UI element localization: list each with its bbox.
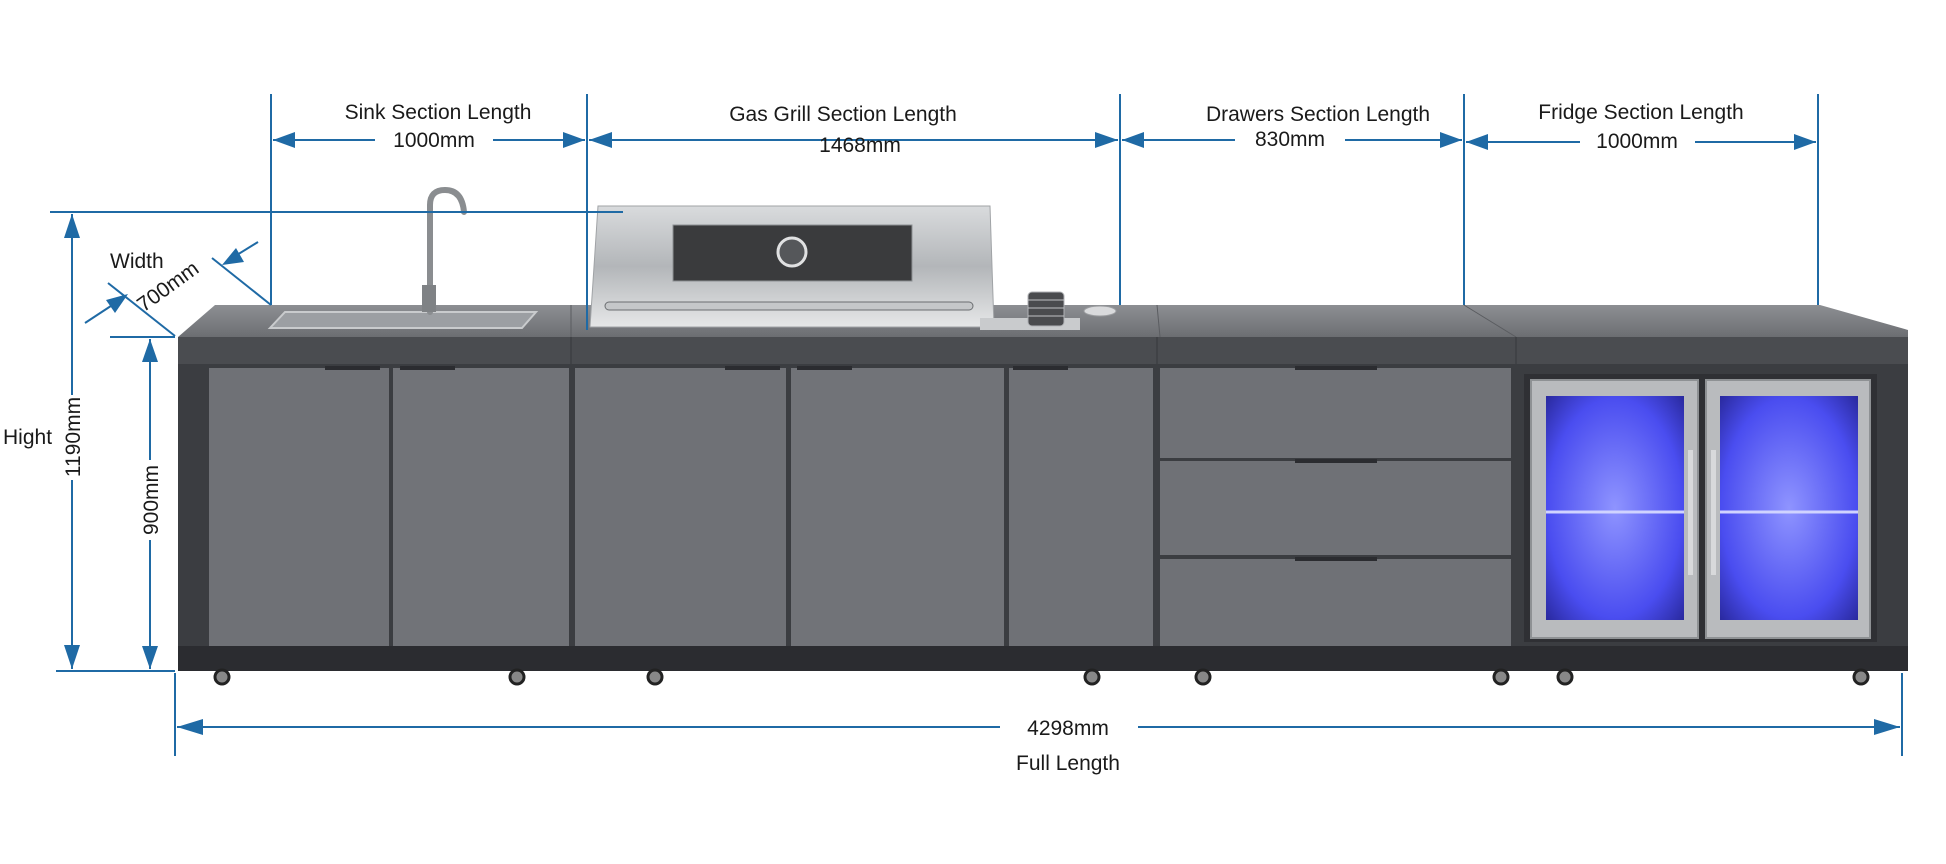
fridge-section-title: Fridge Section Length (1538, 101, 1743, 124)
height-dimension: Hight 1190mm 900mm (3, 211, 623, 672)
counter-height-value: 900mm (140, 465, 163, 535)
height-total-value: 1190mm (62, 397, 85, 477)
full-length-dimension: 4298mm Full Length (174, 673, 1903, 775)
door-handle (325, 366, 380, 370)
fridge-section-value: 1000mm (1596, 130, 1678, 153)
sink-length-dimension: Sink Section Length 1000mm (273, 101, 585, 152)
drawers-section-title: Drawers Section Length (1206, 103, 1430, 126)
fridge-section (1524, 374, 1877, 642)
cabinet-door[interactable] (1009, 368, 1153, 646)
cabinet-door[interactable] (393, 368, 569, 646)
drawers-section (1160, 366, 1511, 646)
countertop-edge (178, 337, 1908, 364)
fridge-handle[interactable] (1711, 450, 1716, 575)
sink-section (209, 186, 569, 646)
thermometer-icon (776, 236, 808, 268)
wheel (508, 668, 526, 686)
wheel (646, 668, 664, 686)
cabinet-door[interactable] (209, 368, 389, 646)
cabinet-door[interactable] (791, 368, 1004, 646)
fridge-length-dimension: Fridge Section Length 1000mm (1466, 101, 1816, 153)
fridge-handle[interactable] (1688, 450, 1693, 575)
drawers-section-value: 830mm (1255, 128, 1325, 151)
wheel (1083, 668, 1101, 686)
grill-knobs[interactable] (1027, 291, 1065, 327)
drawer[interactable] (1160, 559, 1511, 646)
sink-section-value: 1000mm (393, 129, 475, 152)
wheel (1556, 668, 1574, 686)
sink-basin (267, 311, 539, 329)
wheel (1194, 668, 1212, 686)
door-handle (725, 366, 780, 370)
side-burner-cover (1083, 305, 1117, 317)
door-handle (400, 366, 455, 370)
drawer[interactable] (1160, 461, 1511, 555)
width-label: Width (110, 250, 164, 273)
door-handle (1013, 366, 1068, 370)
full-length-value: 4298mm (1027, 717, 1109, 740)
door-handle (797, 366, 852, 370)
plinth (178, 646, 1908, 671)
grill-section-value: 1468mm (819, 134, 901, 157)
grill-handle (604, 301, 974, 311)
wheel (1492, 668, 1510, 686)
outdoor-kitchen (178, 186, 1908, 686)
faucet (427, 186, 467, 315)
dimension-lines: Sink Section Length 1000mm Gas Grill Sec… (3, 94, 1903, 775)
drawers-length-dimension: Drawers Section Length 830mm (1122, 103, 1462, 151)
wheel (213, 668, 231, 686)
drawer-handle (1295, 366, 1377, 370)
wheels (213, 668, 1870, 686)
height-label: Hight (3, 426, 52, 449)
drawer[interactable] (1160, 368, 1511, 458)
wheel (1852, 668, 1870, 686)
gas-grill-section (575, 205, 1153, 646)
full-length-label: Full Length (1016, 752, 1120, 775)
sink-section-title: Sink Section Length (345, 101, 532, 124)
grill-length-dimension: Gas Grill Section Length 1468mm (589, 103, 1118, 157)
drawer-handle (1295, 557, 1377, 561)
grill-section-title: Gas Grill Section Length (729, 103, 957, 126)
drawer-handle (1295, 459, 1377, 463)
cabinet-door[interactable] (575, 368, 786, 646)
